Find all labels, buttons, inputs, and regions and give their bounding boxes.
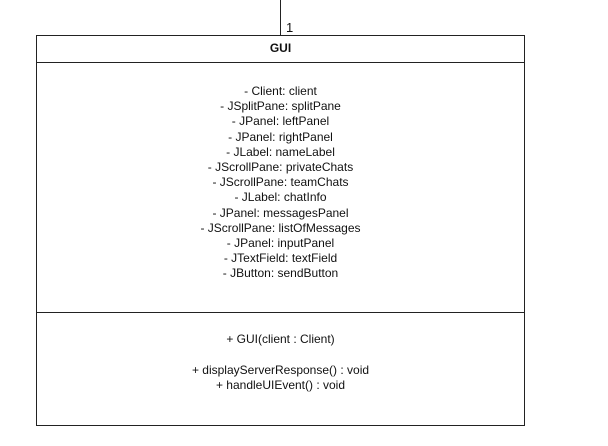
- operations-compartment: + GUI(client : Client) + displayServerRe…: [37, 313, 524, 425]
- operation: + handleUIEvent() : void: [215, 378, 346, 392]
- class-gui: GUI - Client: client - JSplitPane: split…: [36, 35, 525, 426]
- association-multiplicity: 1: [286, 20, 294, 35]
- attribute: - JScrollPane: listOfMessages: [200, 220, 361, 235]
- operation-constructor: + GUI(client : Client): [226, 332, 335, 346]
- attribute: - JScrollPane: privateChats: [207, 160, 354, 175]
- attribute-list: - Client: client - JSplitPane: splitPane…: [37, 84, 524, 282]
- operation: + displayServerResponse() : void: [191, 363, 370, 377]
- class-name: GUI: [37, 36, 524, 63]
- attribute: - JScrollPane: teamChats: [212, 175, 349, 190]
- attribute: - JButton: sendButton: [222, 266, 339, 281]
- attribute: - JLabel: chatInfo: [234, 190, 327, 205]
- attributes-compartment: - Client: client - JSplitPane: splitPane…: [37, 63, 524, 313]
- attribute: - JPanel: rightPanel: [228, 129, 333, 144]
- association-line: [280, 0, 281, 36]
- attribute: - JLabel: nameLabel: [226, 144, 335, 159]
- attribute: - Client: client: [244, 84, 317, 98]
- attribute: - JSplitPane: splitPane: [220, 99, 341, 114]
- attribute: - JTextField: textField: [223, 251, 338, 266]
- attribute: - JPanel: inputPanel: [226, 236, 335, 251]
- attribute: - JPanel: messagesPanel: [212, 205, 349, 220]
- attribute: - JPanel: leftPanel: [231, 114, 330, 129]
